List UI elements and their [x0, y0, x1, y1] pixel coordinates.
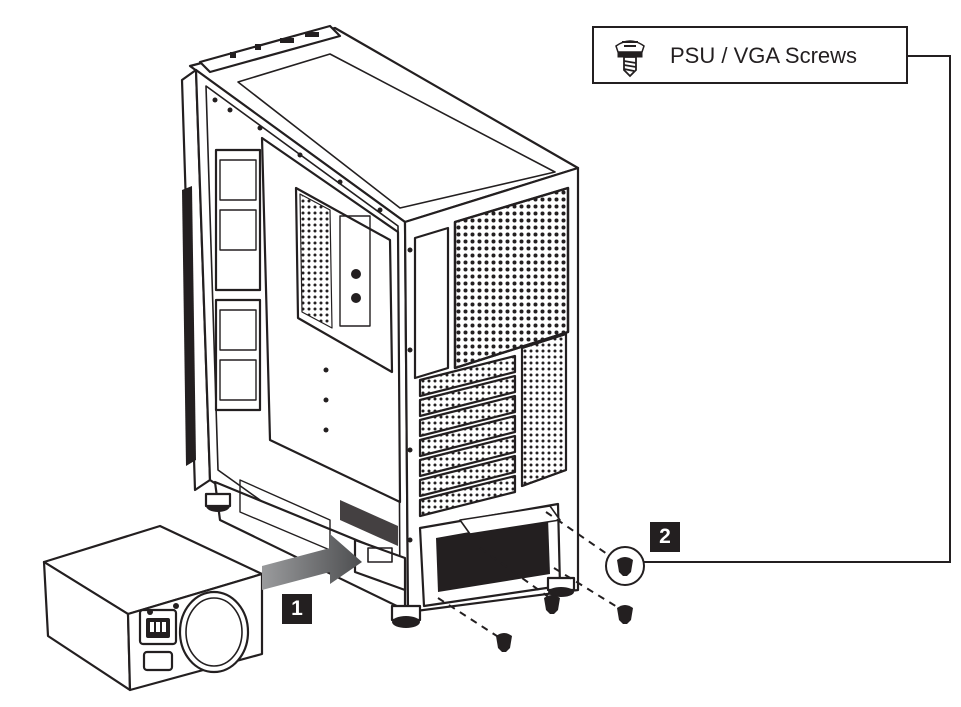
screw-icon: [544, 595, 560, 614]
screw-icon: [617, 605, 633, 624]
expansion-slots: [418, 354, 517, 518]
pc-case: [180, 24, 580, 628]
psu-fan-grill: [178, 590, 250, 674]
screw-guides: [437, 511, 623, 639]
side-vent: [520, 332, 568, 488]
screw-icon: [617, 557, 633, 576]
screw-callout-box: PSU / VGA Screws: [592, 26, 908, 84]
step-2-badge: 2: [650, 522, 680, 552]
screw-icon: [615, 40, 645, 78]
screws: [496, 546, 645, 652]
callout-label: PSU / VGA Screws: [670, 43, 858, 68]
power-supply-unit: [42, 524, 264, 692]
psu-power-switch: [142, 650, 174, 672]
insert-direction-arrow: [262, 534, 362, 590]
screw-icon: [496, 633, 512, 652]
step-1-badge: 1: [282, 594, 312, 624]
callout-connector: [644, 55, 951, 563]
